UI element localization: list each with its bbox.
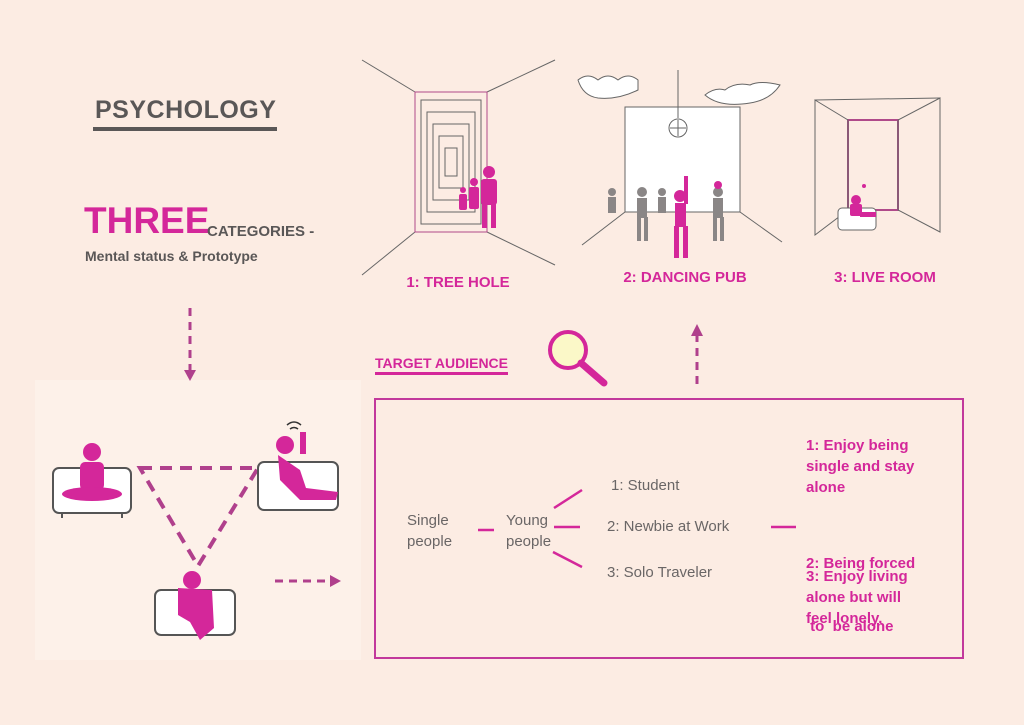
title-underline (93, 127, 277, 131)
arrow-right-icon (275, 575, 341, 587)
root-line-1: Single (407, 512, 449, 529)
type-newbie: 2: Newbie at Work (607, 518, 730, 535)
live-room-label: 3: LIVE ROOM (834, 269, 936, 286)
page-title: PSYCHOLOGY (95, 96, 277, 124)
tree-connectors (478, 488, 796, 569)
status-1-line: alone (806, 479, 846, 496)
status-2: 2: Being forced to be alone (806, 511, 915, 658)
dancing-pub-label: 2: DANCING PUB (623, 269, 747, 286)
status-3-line: feel lonely. (806, 610, 883, 627)
status-2-line: to be alone (806, 618, 894, 635)
group-line-1: Young (506, 512, 548, 529)
arrow-up-icon (691, 324, 703, 384)
person-walking-icon (459, 166, 497, 228)
type-student: 1: Student (611, 477, 680, 494)
live-room-person-icon (850, 184, 876, 217)
type-solo-traveler: 3: Solo Traveler (607, 564, 713, 581)
magnifier-icon (548, 330, 608, 387)
live-room-illustration (814, 97, 941, 237)
status-3-line: alone but will (806, 589, 902, 606)
status-3-line: 3: Enjoy living (806, 568, 908, 585)
root-line-2: people (407, 533, 453, 550)
status-1-line: 1: Enjoy being (806, 437, 909, 454)
group-node: Young people (506, 510, 551, 552)
subtitle: Mental status & Prototype (85, 248, 258, 264)
root-node: Single people (407, 510, 452, 552)
relationship-triangle (136, 466, 262, 570)
sofa-person-hugging-knees-icon (154, 571, 236, 640)
sofa-person-sitting-icon (52, 443, 132, 518)
tree-hole-illustration (361, 59, 556, 276)
dancers-icon (608, 176, 724, 258)
target-audience-heading: TARGET AUDIENCE (375, 355, 508, 375)
status-1-line: single and stay (806, 458, 915, 475)
status-2-line: 2: Being forced (806, 555, 916, 572)
group-line-2: people (506, 533, 552, 550)
target-audience-box (374, 398, 964, 659)
headline-emphasis: THREE (84, 200, 210, 241)
headline-rest: CATEGORIES - (207, 223, 315, 240)
sofa-person-phone-icon (257, 421, 339, 511)
status-1: 1: Enjoy being single and stay alone (806, 435, 914, 498)
tree-hole-label: 1: TREE HOLE (406, 274, 510, 291)
status-3: 3: Enjoy living alone but will feel lone… (806, 566, 908, 629)
